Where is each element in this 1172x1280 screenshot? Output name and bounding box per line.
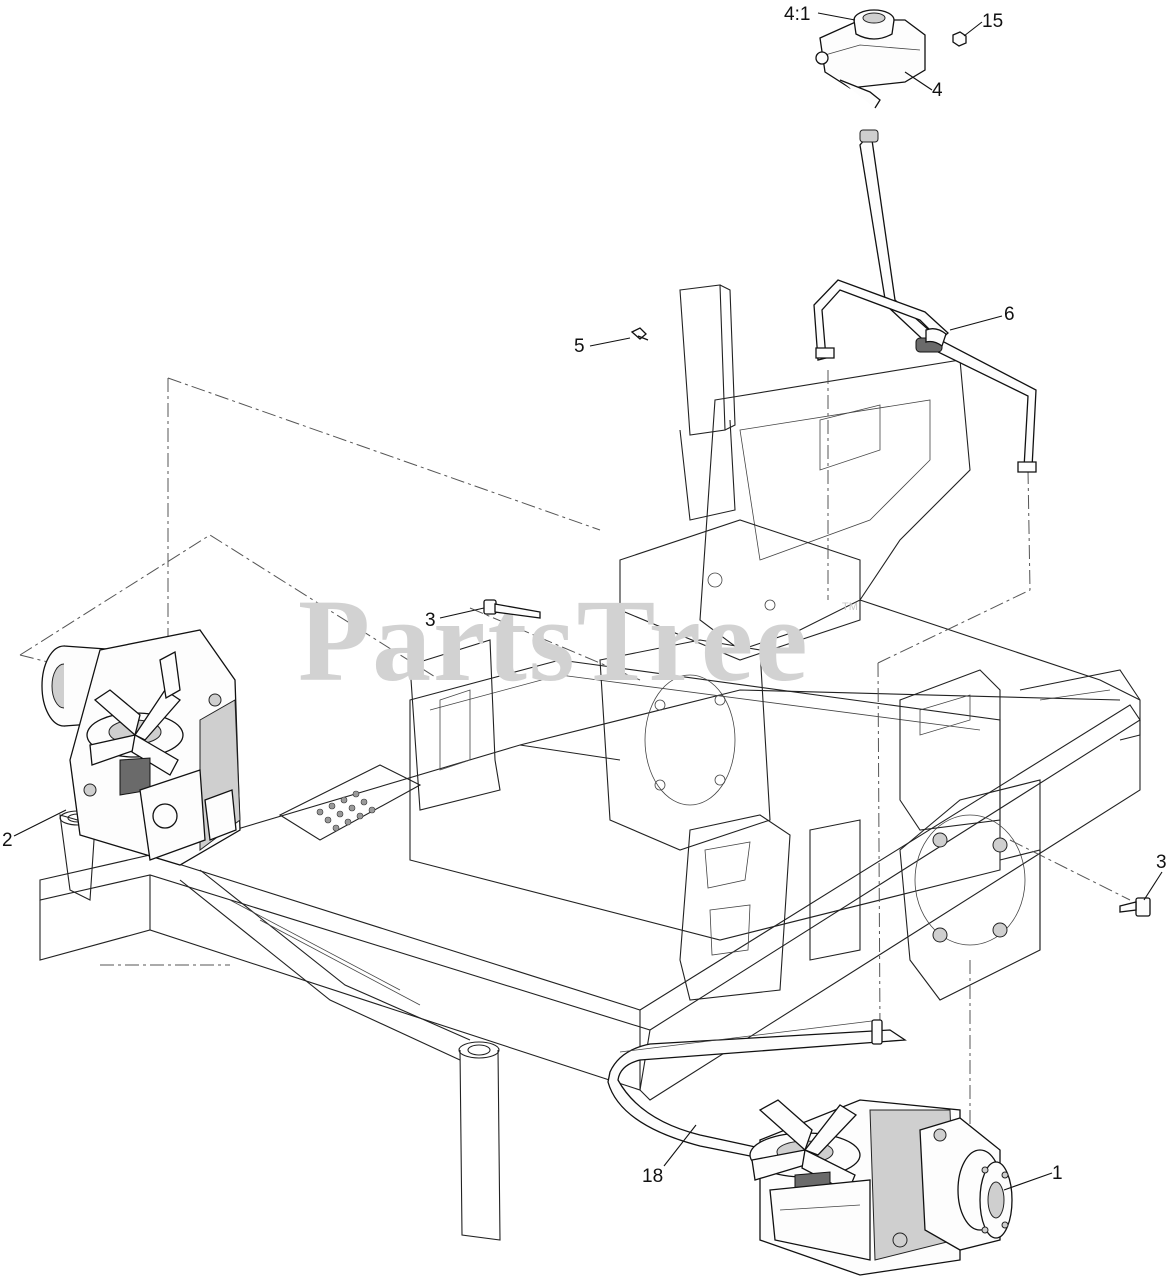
callout-bolt-top: 5	[574, 336, 585, 357]
callout-bolt-right: 3	[1156, 852, 1167, 873]
transmission-right	[749, 1019, 1013, 1276]
callout-hose: 6	[1004, 304, 1015, 325]
callout-tank-cap: 4:1	[784, 4, 810, 25]
leader-lines	[13, 12, 1163, 1191]
callout-transmission-left: 2	[2, 830, 13, 851]
belt	[607, 1019, 907, 1159]
callout-labels: 4:1 15 4 6 5 3 3 2 1 18	[2, 4, 1167, 1187]
callout-bolt-left: 3	[425, 610, 436, 631]
hose	[813, 129, 1037, 473]
bolt-left	[483, 599, 541, 619]
callout-transmission-right: 1	[1052, 1163, 1063, 1184]
tank-cap	[853, 9, 895, 40]
alignment-lines	[19, 370, 1131, 1145]
callout-tank: 4	[932, 80, 943, 101]
watermark: PartsTree TM	[298, 575, 858, 706]
callout-belt: 18	[642, 1166, 663, 1187]
perforations	[316, 790, 376, 832]
callout-nut: 15	[982, 11, 1003, 32]
nut	[952, 31, 967, 47]
bolt-top	[630, 327, 649, 341]
bolt-right	[1119, 897, 1151, 917]
watermark-text: PartsTree	[298, 575, 810, 706]
watermark-trademark: TM	[842, 601, 858, 613]
mower-frame	[39, 284, 1141, 1241]
transmission-left	[41, 629, 241, 866]
